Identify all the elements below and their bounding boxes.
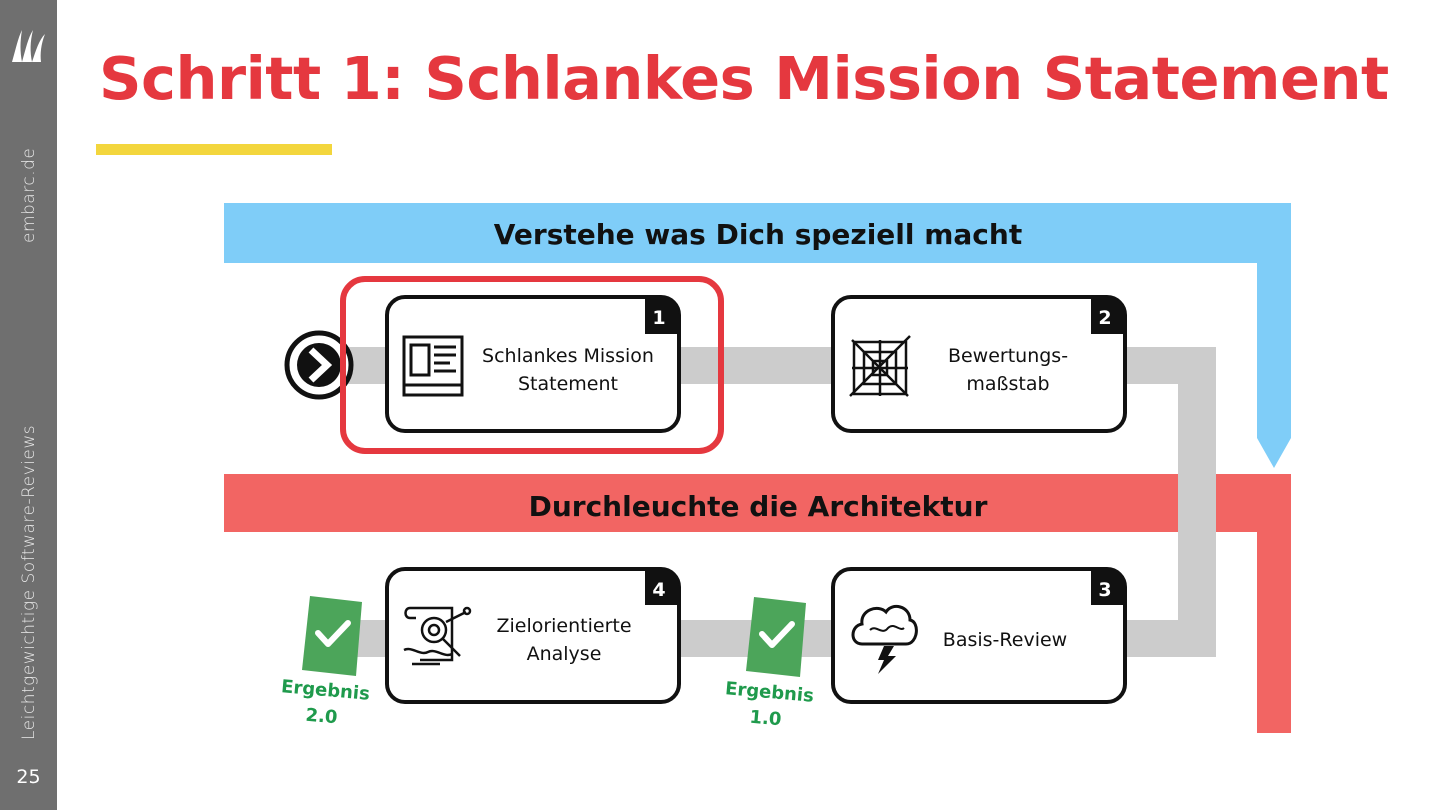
storm-cloud-icon <box>851 604 918 674</box>
step-3-card[interactable]: 3 Basis-Review <box>831 567 1127 704</box>
step-4-label-line1: Zielorientierte <box>496 615 631 637</box>
step-3-label-line1: Basis-Review <box>943 629 1067 651</box>
band-bottom-label: Durchleuchte die Architektur <box>529 490 988 523</box>
page-number: 25 <box>16 766 41 788</box>
step-4-card[interactable]: 4 Zielorientierte Analyse <box>385 567 681 704</box>
sidebar: embarc.de Leichtgewichtige Software-Revi… <box>0 0 57 810</box>
step-2-number: 2 <box>1098 307 1111 329</box>
band-top: Verstehe was Dich speziell macht <box>224 203 1291 468</box>
step-2-card[interactable]: 2 Bewertungs- maßstab <box>831 295 1127 433</box>
band-top-label: Verstehe was Dich speziell macht <box>494 218 1022 251</box>
title-underline <box>96 144 332 155</box>
start-arrow-icon <box>284 330 354 400</box>
step-4-number: 4 <box>652 579 665 601</box>
result-2-badge: Ergebnis 2.0 <box>280 596 371 729</box>
step-2-label-line2: maßstab <box>966 373 1049 395</box>
step-1-highlight <box>340 276 724 454</box>
magnifier-scroll-icon <box>403 606 472 666</box>
result-1-label-line2: 1.0 <box>749 707 783 731</box>
result-2-label-line1: Ergebnis <box>280 676 370 705</box>
document-layout-icon <box>402 335 464 397</box>
step-1-number: 1 <box>652 307 665 329</box>
step-3-number: 3 <box>1098 579 1111 601</box>
step-2-label-line1: Bewertungs- <box>948 345 1068 367</box>
step-1-card[interactable]: 1 Schlankes Mission Statement <box>385 295 681 433</box>
spider-web-icon <box>849 335 911 397</box>
result-1-label-line1: Ergebnis <box>724 678 814 707</box>
embarc-logo-icon <box>12 30 45 62</box>
result-2-label-line2: 2.0 <box>305 705 339 729</box>
result-1-badge: Ergebnis 1.0 <box>724 597 815 731</box>
step-1-label-line1: Schlankes Mission <box>482 345 654 367</box>
step-4-label-line2: Analyse <box>527 643 602 665</box>
step-1-label-line2: Statement <box>518 373 618 395</box>
page-title: Schritt 1: Schlankes Mission Statement <box>99 44 1389 113</box>
